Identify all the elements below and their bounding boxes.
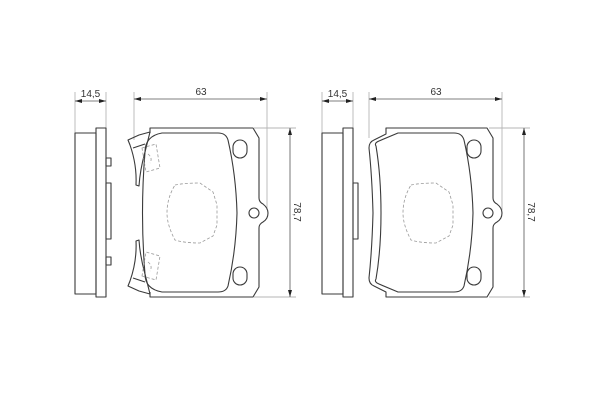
left-pad-front-view: 63 78,7: [127, 87, 302, 298]
left-height-label: 78,7: [291, 202, 302, 222]
right-pad-side-view: 14,5: [321, 89, 359, 298]
left-pad-side-view: 14,5: [74, 89, 112, 298]
left-thickness-label: 14,5: [81, 89, 101, 100]
right-width-label: 63: [430, 87, 442, 98]
right-height-label: 78,7: [525, 202, 536, 222]
left-width-label: 63: [195, 87, 207, 98]
right-pad-front-view: 63 78,7: [368, 87, 536, 298]
right-thickness-label: 14,5: [328, 89, 348, 100]
